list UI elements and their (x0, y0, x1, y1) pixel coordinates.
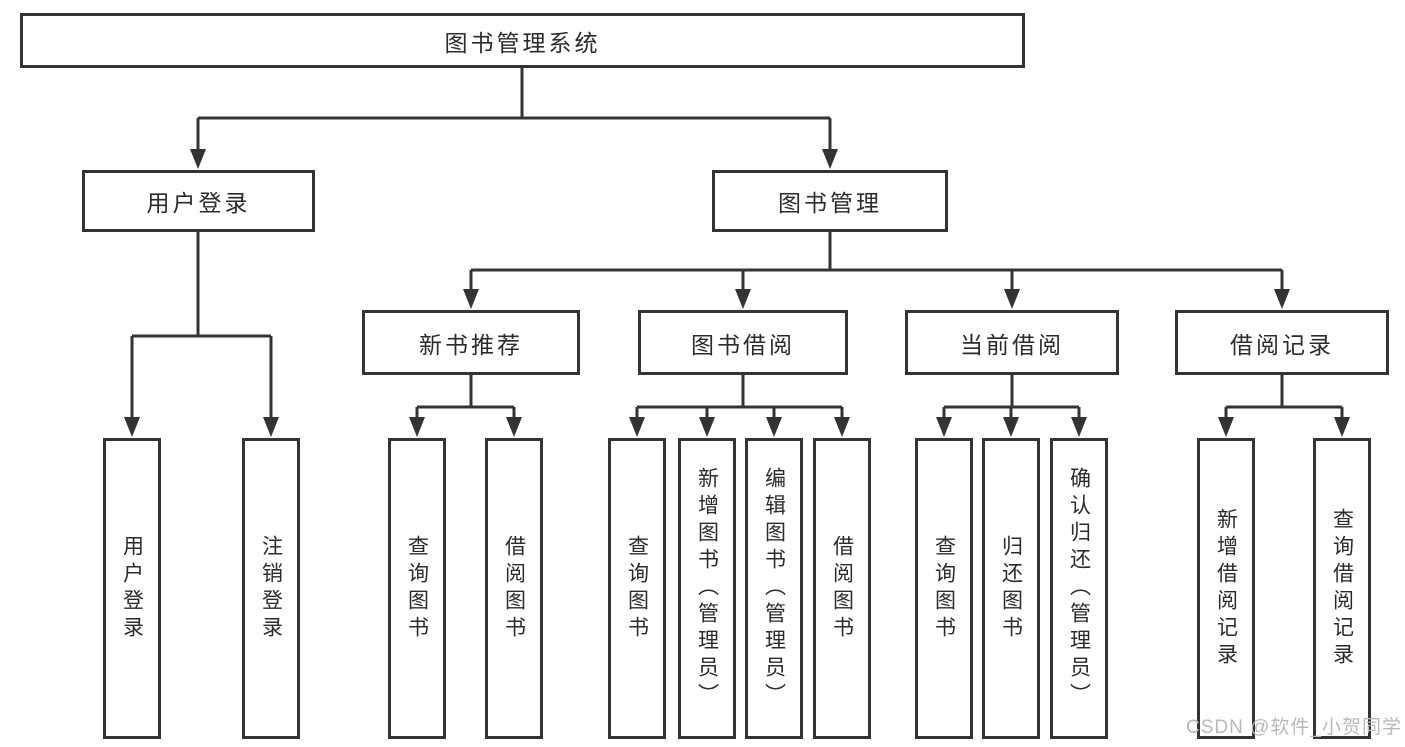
node-current-borrow: 当前借阅 (905, 310, 1119, 375)
node-book-borrow: 图书借阅 (638, 310, 848, 375)
node-new-book-recommend-label: 新书推荐 (419, 331, 523, 358)
node-user-login-label: 用户登录 (146, 190, 251, 216)
leaf-return-book: 归还图书 (982, 438, 1040, 739)
leaf-query-borrow-record-label: 查询借阅记录 (1330, 507, 1354, 670)
leaf-query-book-borrow: 查询图书 (608, 438, 666, 739)
leaf-query-book-current-label: 查询图书 (932, 534, 956, 643)
node-root: 图书管理系统 (20, 13, 1025, 68)
node-root-label: 图书管理系统 (444, 29, 601, 56)
leaf-query-book-current: 查询图书 (915, 438, 973, 739)
leaf-user-login: 用户登录 (103, 438, 161, 739)
leaf-borrow-book: 借阅图书 (813, 438, 871, 739)
leaf-edit-book-admin: 编辑图书（管理员） (745, 438, 803, 739)
leaf-return-book-label: 归还图书 (999, 534, 1023, 643)
leaf-logout-label: 注销登录 (259, 534, 283, 643)
node-current-borrow-label: 当前借阅 (960, 331, 1064, 358)
node-book-borrow-label: 图书借阅 (691, 331, 795, 358)
leaf-query-book-borrow-label: 查询图书 (625, 534, 649, 643)
leaf-query-book-recommend: 查询图书 (388, 438, 446, 739)
leaf-borrow-book-label: 借阅图书 (830, 534, 854, 643)
leaf-add-book-admin-label: 新增图书（管理员） (695, 467, 719, 710)
leaf-user-login-label: 用户登录 (120, 534, 144, 643)
leaf-query-borrow-record: 查询借阅记录 (1313, 438, 1371, 739)
leaf-logout: 注销登录 (242, 438, 300, 739)
node-borrow-record-label: 借阅记录 (1230, 331, 1334, 358)
connector-paths (130, 68, 1344, 421)
node-book-management: 图书管理 (712, 170, 948, 232)
leaf-borrow-book-recommend: 借阅图书 (485, 438, 543, 739)
node-borrow-record: 借阅记录 (1175, 310, 1389, 375)
leaf-edit-book-admin-label: 编辑图书（管理员） (762, 467, 786, 710)
leaf-query-book-recommend-label: 查询图书 (405, 534, 429, 643)
leaf-confirm-return-admin-label: 确认归还（管理员） (1067, 467, 1091, 710)
node-new-book-recommend: 新书推荐 (362, 310, 580, 375)
leaf-borrow-book-recommend-label: 借阅图书 (502, 534, 526, 643)
arrowheads (124, 149, 1350, 437)
leaf-add-book-admin: 新增图书（管理员） (678, 438, 736, 739)
node-user-login: 用户登录 (82, 170, 315, 232)
leaf-confirm-return-admin: 确认归还（管理员） (1050, 438, 1108, 739)
node-book-management-label: 图书管理 (778, 190, 882, 216)
csdn-watermark: CSDN @软件_小贺同学 (1186, 717, 1402, 738)
leaf-add-borrow-record: 新增借阅记录 (1197, 438, 1255, 739)
leaf-add-borrow-record-label: 新增借阅记录 (1214, 507, 1238, 670)
